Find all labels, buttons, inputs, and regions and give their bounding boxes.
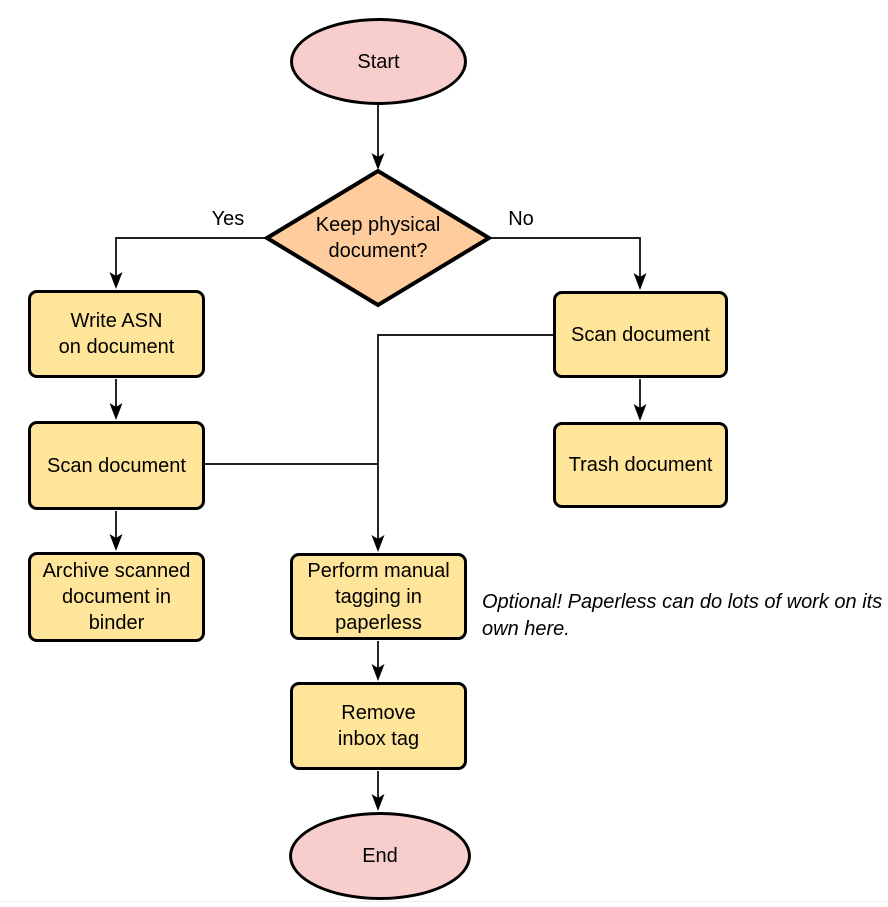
node-end: End [289,812,471,900]
node-scan-document-left: Scan document [28,421,205,510]
edge-scan-right-to-tagging [377,334,553,540]
arrowhead-archive [109,534,123,551]
node-write-asn: Write ASN on document [28,290,205,378]
node-start: Start [290,18,467,105]
edge-label-yes: Yes [211,208,245,230]
bottom-divider [0,901,888,902]
arrowhead-write-asn [109,272,123,289]
node-archive-binder: Archive scanned document in binder [28,552,205,642]
edge-label-no: No [508,208,534,230]
arrowhead-remove [371,664,385,681]
arrowhead-tagging [371,535,385,552]
arrowhead-trash [633,404,647,421]
node-remove-inbox-tag: Remove inbox tag [290,682,467,770]
arrowhead-decision [371,153,385,170]
arrowhead-end [371,794,385,811]
arrowhead-scan-right [633,273,647,290]
arrowhead-scan-left [109,403,123,420]
node-trash-document: Trash document [553,422,728,508]
annotation-optional-note: Optional! Paperless can do lots of work … [482,591,883,640]
node-scan-document-right: Scan document [553,291,728,378]
edge-no-to-scan-right [489,237,641,278]
edge-yes-to-write-asn [115,237,267,277]
node-decision-keep-physical: Keep physical document? [315,214,441,262]
decision-diamond-shape [263,168,493,308]
node-manual-tagging: Perform manual tagging in paperless [290,553,467,640]
